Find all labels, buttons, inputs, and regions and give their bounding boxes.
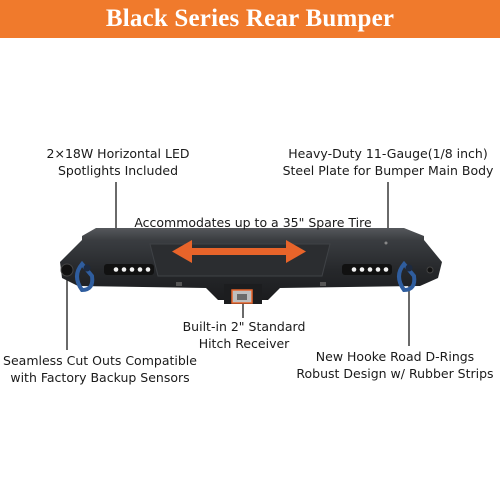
sensor-callout: Seamless Cut Outs Compatible with Factor… <box>2 352 198 386</box>
title-banner: Black Series Rear Bumper <box>0 0 500 38</box>
hitch-receiver-icon <box>224 284 262 304</box>
d-ring-callout-line2: Robust Design w/ Rubber Strips <box>296 366 494 381</box>
d-ring-icon <box>75 260 95 293</box>
steel-callout-line1: Heavy-Duty 11-Gauge(1/8 inch) <box>288 146 488 161</box>
d-ring-icon <box>397 260 417 293</box>
led-callout-line2: Spotlights Included <box>57 163 179 178</box>
page-title: Black Series Rear Bumper <box>105 5 395 32</box>
hitch-callout-line1: Built-in 2" Standard <box>182 319 306 334</box>
spare-tire-callout-line1: Accommodates up to a 35" Spare Tire <box>134 215 372 230</box>
led-callout-line1: 2×18W Horizontal LED <box>46 146 190 161</box>
steel-callout: Heavy-Duty 11-Gauge(1/8 inch) Steel Plat… <box>278 145 498 179</box>
spare-tire-callout: Accommodates up to a 35" Spare Tire <box>118 214 388 231</box>
steel-callout-line2: Steel Plate for Bumper Main Body <box>282 163 494 178</box>
hitch-callout-line2: Hitch Receiver <box>198 336 290 351</box>
sensor-callout-line1: Seamless Cut Outs Compatible <box>3 353 197 368</box>
hitch-callout: Built-in 2" Standard Hitch Receiver <box>166 318 322 352</box>
d-ring-callout-line1: New Hooke Road D-Rings <box>315 349 475 364</box>
sensor-icon <box>60 263 74 277</box>
led-light-icon <box>104 264 154 275</box>
led-callout: 2×18W Horizontal LED Spotlights Included <box>38 145 198 179</box>
led-light-icon <box>342 264 392 275</box>
sensor-callout-line2: with Factory Backup Sensors <box>10 370 190 385</box>
d-ring-callout: New Hooke Road D-Rings Robust Design w/ … <box>292 348 498 382</box>
double-arrow-icon <box>172 240 306 263</box>
